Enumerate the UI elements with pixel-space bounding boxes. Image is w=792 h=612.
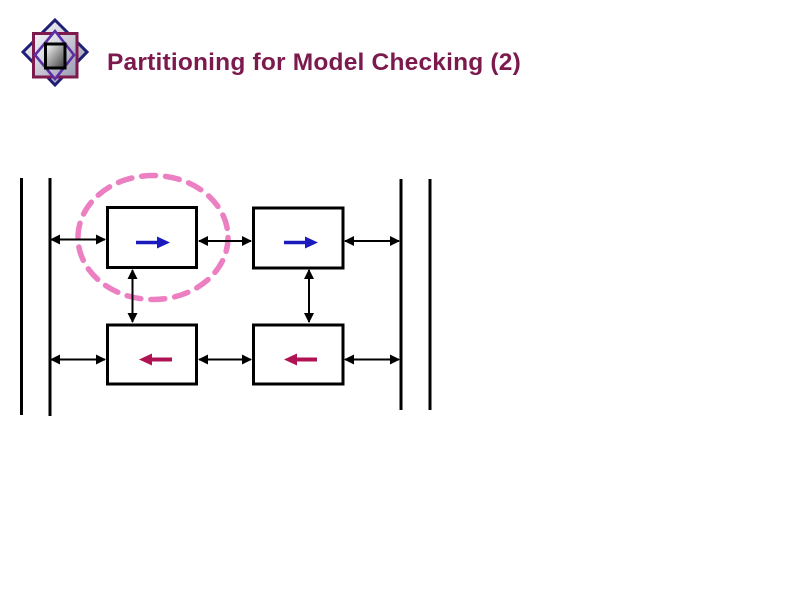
slide-title: Partitioning for Model Checking (2): [107, 49, 521, 76]
blue-right-arrow-top-right: [284, 236, 318, 249]
red-left-arrow-bottom-left: [139, 353, 172, 366]
box-top-left: [106, 206, 198, 269]
blue-right-arrow-top-left: [136, 236, 170, 249]
red-left-arrow-bottom-right: [284, 353, 317, 366]
logo-center-square: [44, 42, 67, 70]
box-top-right: [252, 206, 345, 270]
template-logo-icon: [20, 17, 90, 88]
box-bottom-right: [252, 323, 345, 386]
